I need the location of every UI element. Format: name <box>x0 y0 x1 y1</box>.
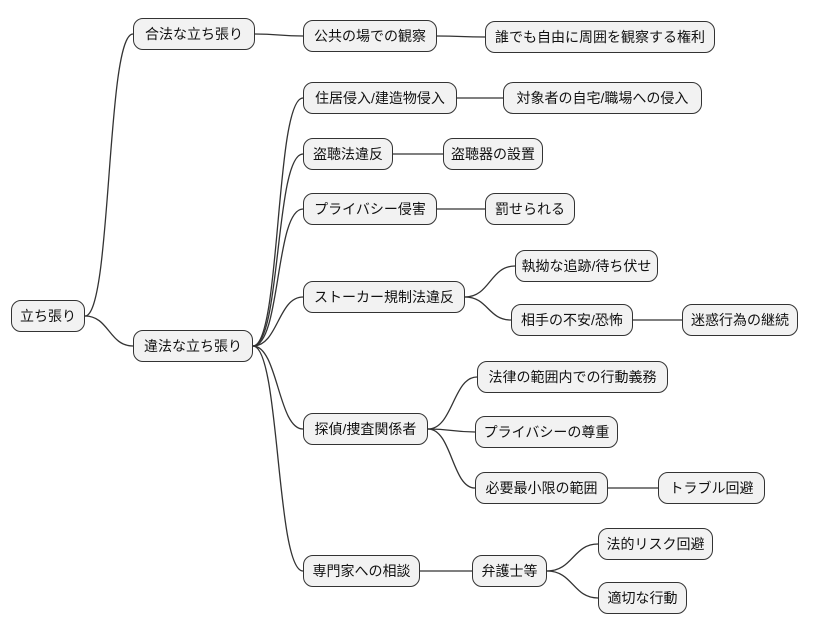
node-root-label: 立ち張り <box>20 308 76 324</box>
edge-stalker-pursuit <box>464 265 516 298</box>
node-wiretap-device-label: 盗聴器の設置 <box>451 146 535 162</box>
node-privacy-respect-label: プライバシーの尊重 <box>483 424 610 440</box>
node-privacy-respect: プライバシーの尊重 <box>475 416 618 448</box>
node-nuisance: 迷惑行為の継続 <box>682 304 798 336</box>
edge-detective-legal-duty <box>427 376 478 430</box>
edge-public-observation-observe-right <box>436 35 486 38</box>
node-lawyer: 弁護士等 <box>472 555 547 587</box>
node-home-intrusion: 対象者の自宅/職場への侵入 <box>503 82 702 114</box>
node-appropriate: 適切な行動 <box>598 582 687 614</box>
node-public-observation: 公共の場での観察 <box>303 20 437 52</box>
edge-legal-public-observation <box>254 33 304 37</box>
node-punishable: 罰せられる <box>485 193 575 225</box>
node-fear: 相手の不安/恐怖 <box>511 304 633 336</box>
edge-lawyer-risk-avoid <box>546 543 599 572</box>
node-observe-right: 誰でも自由に周囲を観察する権利 <box>485 21 715 53</box>
node-observe-right-label: 誰でも自由に周囲を観察する権利 <box>495 29 705 45</box>
node-nuisance-label: 迷惑行為の継続 <box>691 312 789 328</box>
node-pursuit: 執拗な追跡/待ち伏せ <box>515 250 658 282</box>
edge-illegal-consult <box>252 345 304 572</box>
edge-detective-privacy-respect <box>427 428 476 433</box>
node-trespass: 住居侵入/建造物侵入 <box>303 82 457 114</box>
node-illegal-label: 違法な立ち張り <box>144 338 242 354</box>
node-wiretap: 盗聴法違反 <box>303 138 393 170</box>
node-minimum-scope-label: 必要最小限の範囲 <box>485 480 598 496</box>
node-detective-label: 探偵/捜査関係者 <box>314 421 417 437</box>
edge-illegal-stalker <box>252 296 304 347</box>
node-consult: 専門家への相談 <box>303 555 420 587</box>
node-trouble-avoid-label: トラブル回避 <box>669 480 754 496</box>
node-privacy: プライバシー侵害 <box>303 193 437 225</box>
edge-stalker-fear <box>464 296 512 321</box>
node-pursuit-label: 執拗な追跡/待ち伏せ <box>521 258 652 274</box>
node-wiretap-device: 盗聴器の設置 <box>443 138 543 170</box>
node-risk-avoid: 法的リスク回避 <box>598 528 713 560</box>
node-appropriate-label: 適切な行動 <box>607 590 678 606</box>
node-trespass-label: 住居侵入/建造物侵入 <box>315 90 445 106</box>
edge-detective-minimum-scope <box>427 428 476 489</box>
node-legal: 合法な立ち張り <box>133 18 255 50</box>
edge-illegal-wiretap <box>252 153 304 347</box>
node-stalker: ストーカー規制法違反 <box>303 281 465 313</box>
node-public-observation-label: 公共の場での観察 <box>314 28 426 44</box>
edge-illegal-trespass <box>252 97 304 347</box>
node-risk-avoid-label: 法的リスク回避 <box>606 536 705 552</box>
node-legal-duty: 法律の範囲内での行動義務 <box>477 361 668 393</box>
node-punishable-label: 罰せられる <box>495 201 565 217</box>
node-fear-label: 相手の不安/恐怖 <box>521 312 623 328</box>
node-trouble-avoid: トラブル回避 <box>658 472 765 504</box>
node-root: 立ち張り <box>11 300 85 332</box>
edge-illegal-detective <box>252 345 304 430</box>
node-lawyer-label: 弁護士等 <box>481 563 538 579</box>
node-wiretap-label: 盗聴法違反 <box>313 146 383 162</box>
node-detective: 探偵/捜査関係者 <box>303 413 428 445</box>
node-illegal: 違法な立ち張り <box>133 330 253 362</box>
edge-root-illegal <box>84 315 134 347</box>
node-legal-label: 合法な立ち張り <box>145 26 243 42</box>
edge-root-legal <box>84 33 134 317</box>
node-stalker-label: ストーカー規制法違反 <box>314 289 454 305</box>
edge-illegal-privacy <box>252 208 304 347</box>
edge-lawyer-appropriate <box>546 570 599 599</box>
node-home-intrusion-label: 対象者の自宅/職場への侵入 <box>516 90 689 106</box>
node-legal-duty-label: 法律の範囲内での行動義務 <box>488 369 657 385</box>
node-consult-label: 専門家への相談 <box>312 563 411 579</box>
node-privacy-label: プライバシー侵害 <box>314 201 426 217</box>
node-minimum-scope: 必要最小限の範囲 <box>475 472 608 504</box>
